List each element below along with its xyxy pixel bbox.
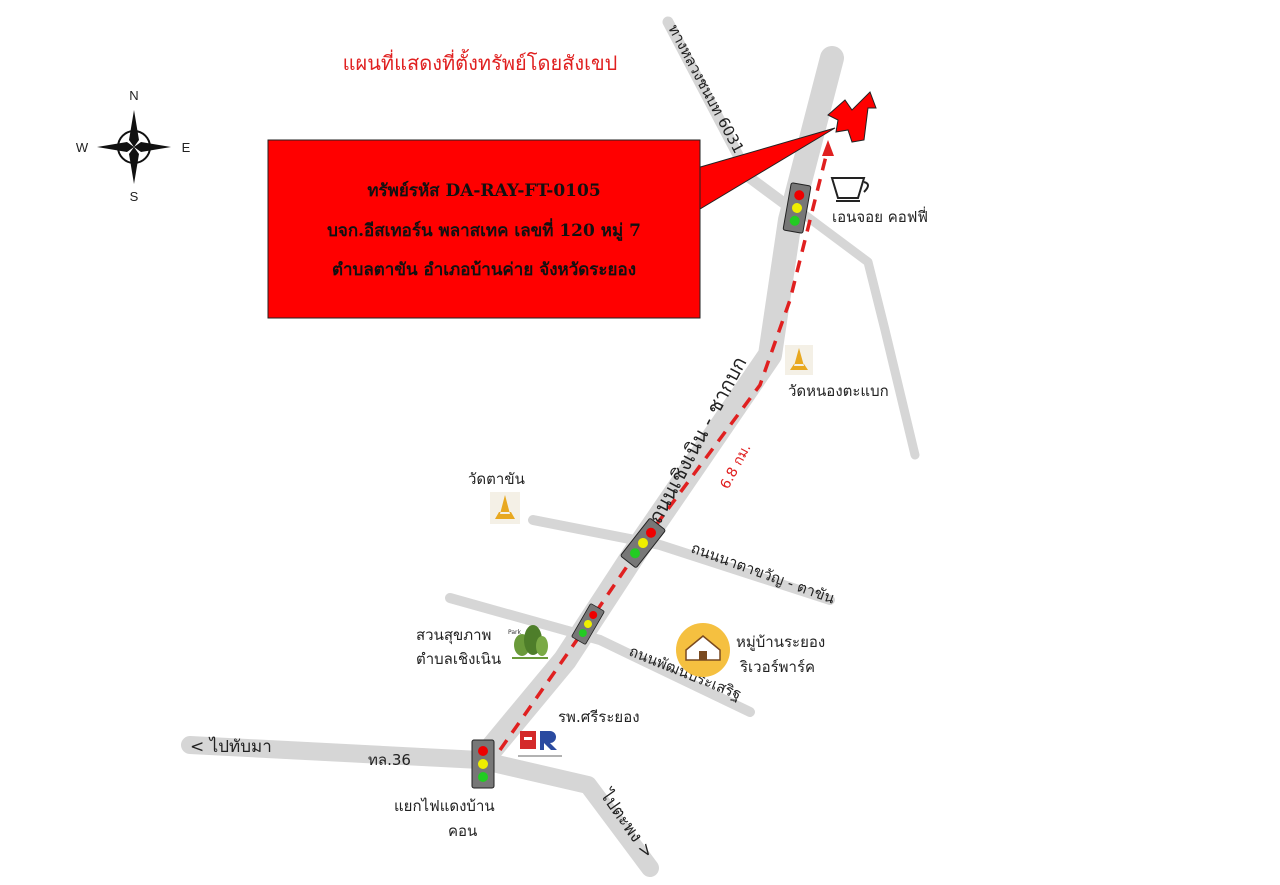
label-nata-road: ถนนนาตาขวัญ - ตาขัน <box>689 539 838 608</box>
temple-icon <box>490 492 520 524</box>
label-distance: 6.8 กม. <box>717 441 754 492</box>
callout-line1: ทรัพย์รหัส DA-RAY-FT-0105 <box>367 180 600 201</box>
label-park-line2: ตำบลเชิงเนิน <box>416 650 501 668</box>
label-junction-line1: แยกไฟแดงบ้าน <box>394 797 495 815</box>
map-title: แผนที่แสดงที่ตั้งทรัพย์โดยสังเขป <box>343 49 618 75</box>
traffic-light-icon <box>782 182 812 234</box>
label-main-road: ถนนเชิงเนิน - ชากบก <box>643 352 751 527</box>
label-village-line1: หมู่บ้านระยอง <box>736 633 825 651</box>
road-pattana <box>445 593 755 717</box>
road-nata <box>528 515 835 605</box>
label-highway-6031: ทางหลวงชนบท 6031 <box>664 21 747 156</box>
label-route-36: ทล.36 <box>368 751 411 769</box>
road-east-branch <box>800 210 920 460</box>
callout-line3: ตำบลตาขัน อำเภอบ้านค่าย จังหวัดระยอง <box>332 260 636 280</box>
label-hospital: รพ.ศรีระยอง <box>558 708 640 726</box>
compass-w: W <box>76 140 89 155</box>
label-village-line2: ริเวอร์พาร์ค <box>739 658 815 676</box>
label-park-line1: สวนสุขภาพ <box>416 626 491 645</box>
callout-line2: บจก.อีสเทอร์น พลาสเทค เลขที่ 120 หมู่ 7 <box>327 218 641 242</box>
compass-icon: N S E W <box>76 88 191 204</box>
traffic-light-icon <box>571 603 605 645</box>
label-to-thapma[interactable]: < ไปทับมา <box>190 736 272 757</box>
traffic-light-icon <box>620 518 666 568</box>
route-arrow-icon <box>822 140 834 156</box>
park-sign: Park <box>508 629 521 636</box>
house-icon <box>676 623 730 677</box>
compass-s: S <box>130 189 139 204</box>
road-36 <box>181 736 659 877</box>
temple-icon <box>785 345 813 375</box>
compass-n: N <box>129 88 138 103</box>
cup-icon <box>830 177 869 202</box>
label-junction-line2: คอน <box>448 822 477 840</box>
label-wat-takhan: วัดตาขัน <box>468 470 525 488</box>
property-marker-icon <box>827 91 877 143</box>
hospital-logo-icon <box>518 731 562 757</box>
callout-box <box>267 139 701 319</box>
tree-icon: Park <box>508 625 548 659</box>
label-cafe: เอนจอย คอฟฟี่ <box>832 206 928 226</box>
traffic-light-icon <box>471 739 495 789</box>
label-wat-nong-tabaek: วัดหนองตะแบก <box>788 382 889 400</box>
compass-e: E <box>182 140 191 155</box>
